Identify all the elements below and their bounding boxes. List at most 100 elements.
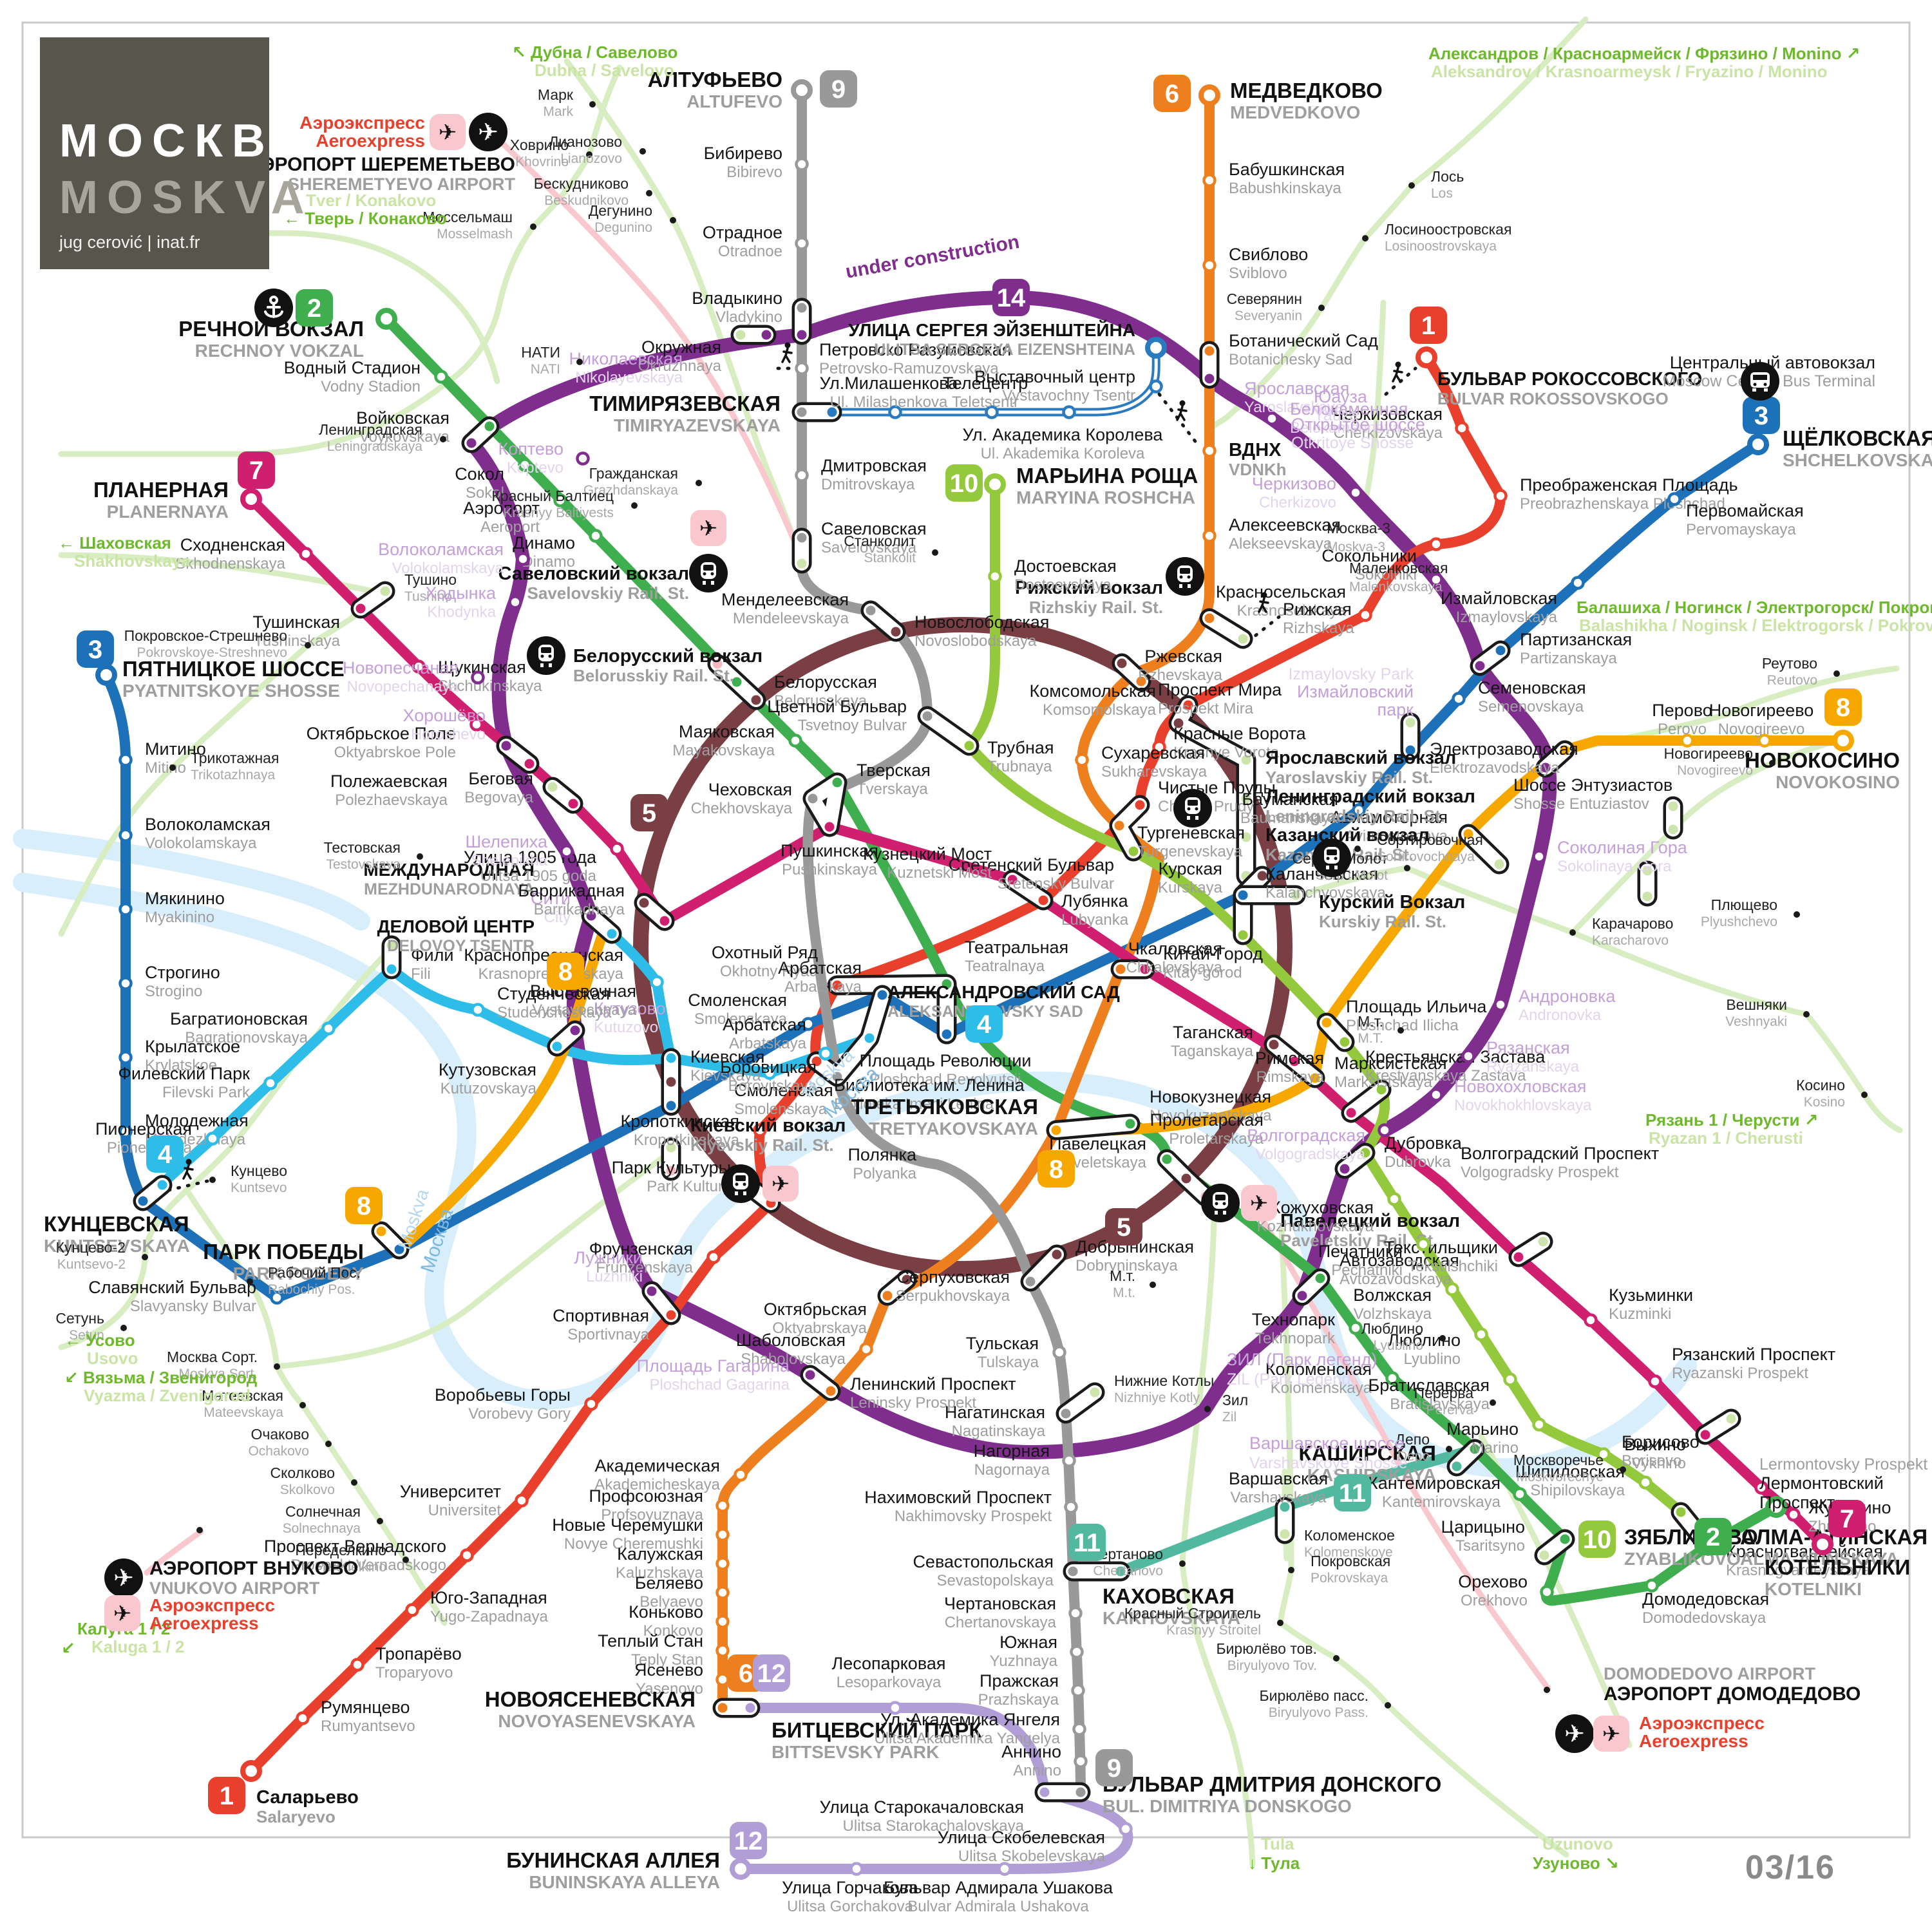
rail-icon-part (1180, 568, 1190, 574)
station-marker (460, 1548, 474, 1562)
station-marker (715, 1528, 730, 1542)
station-marker (553, 493, 567, 507)
transfer-station-dot (570, 1025, 580, 1036)
transfer-station-dot (1061, 1408, 1071, 1419)
station-label-en: Filevski Park (162, 1084, 251, 1101)
transfer-capsule (1202, 611, 1250, 646)
line-badge-1 (208, 1777, 245, 1814)
station-label-ru: Достоевская (1014, 556, 1117, 576)
station-marker (1532, 849, 1546, 864)
commuter-station-dot (325, 1441, 332, 1447)
map-text: Kaluga 1 / 2 (91, 1637, 185, 1656)
transfer-station-dot (922, 711, 933, 721)
commuter-rail-line (1277, 1227, 1569, 1858)
map-frame (21, 21, 1911, 1839)
station-label-ru: Новогиреево (1709, 701, 1814, 720)
station-label-ru: Проспект Мира (1158, 680, 1282, 699)
station-label-en: PARK POBEDY (233, 1264, 365, 1283)
station-label-ru: ЩЁЛКОВСКАЯ (1783, 426, 1932, 450)
commuter-station-dot (1861, 1092, 1868, 1098)
station-label-en: Komsomolskaya (1043, 701, 1157, 719)
commuter-station-label-ru: Лосиноостровская (1385, 221, 1511, 238)
transfer-station-dot (808, 793, 818, 804)
station-marker (795, 468, 809, 482)
station-label-en: Sokol (466, 484, 504, 502)
station-label-ru: БУЛЬВАР ДМИТРИЯ ДОНСКОГО (1103, 1772, 1441, 1796)
commuter-station-label-en: Trikotazhnaya (191, 768, 275, 782)
transfer-station-dot (1291, 890, 1301, 900)
station-label-en: Krasnoselskaya (1237, 602, 1347, 620)
transfer-station-dot (1162, 1154, 1172, 1164)
terminal-station-marker (240, 1760, 262, 1782)
station-label-ru: Профсоюзная (589, 1486, 703, 1506)
station-marker (1119, 1822, 1133, 1836)
terminal-station-marker (1765, 1496, 1787, 1518)
commuter-station-label-en: Setun (69, 1328, 104, 1343)
transfer-station-dot (811, 1056, 822, 1066)
station-label-ru: БИТЦЕВСКИЙ ПАРК (772, 1718, 982, 1742)
station-label-ru: Ленинский Проспект (850, 1374, 1016, 1394)
commuter-station-dot (1408, 182, 1415, 189)
station-label-en: Proletarskaya (1169, 1130, 1264, 1148)
transfer-station-dot (1360, 1148, 1370, 1158)
commuter-station-label-en: Lianozovo (560, 151, 622, 166)
commuter-station-dot (1333, 1655, 1340, 1662)
commuter-station-dot (299, 1402, 306, 1408)
transfer-station-dot (1173, 718, 1184, 728)
station-label-en: NOVOKOSINO (1776, 772, 1900, 792)
station-marker (1645, 1578, 1659, 1593)
station-label-ru: Белокаменная (1290, 399, 1408, 419)
transfer-station-dot (1376, 1084, 1387, 1095)
station-label-en: MARYINA ROSHCHA (1016, 488, 1195, 507)
station-label-en: Smolenskaya (734, 1101, 828, 1118)
station-label-en: Paveletskiy Rail. St. (1280, 1231, 1437, 1250)
map-text: АЭРОПОРТ ШЕРЕМЕТЬЕВО (247, 154, 515, 175)
station-label-en: Kolomenskaya (1271, 1379, 1372, 1397)
station-label-en: Preobrazhenskaya Ploshchad (1520, 495, 1725, 513)
station-label-en: Profsoyuznaya (601, 1506, 703, 1524)
commuter-station-label-en: Reutovo (1767, 673, 1817, 688)
station-label-en: Otradnoe (718, 243, 782, 260)
commuter-station-label-ru: Красный Балтиец (491, 488, 614, 504)
commuter-station-label-ru: Переделкино (295, 1542, 386, 1558)
commuter-station-label-en: Kuntsevo (231, 1180, 287, 1195)
station-label-ru: Окружная (641, 337, 721, 357)
station-label-ru: Арбатская (723, 1015, 806, 1034)
station-label-en: Vystavochnaya (532, 1001, 637, 1019)
commuter-station-dot (1385, 1702, 1391, 1709)
commuter-station-dot (1439, 1335, 1446, 1341)
station-label-ru: Сухаревская (1101, 743, 1205, 762)
station-label-ru: Чертановская (944, 1594, 1056, 1613)
station-marker (1202, 529, 1217, 543)
transfer-station-dot (1495, 645, 1506, 656)
station-label-ru: Калужская (617, 1544, 703, 1564)
station-marker (1429, 1088, 1443, 1102)
map-text: Aeroexpress (149, 1613, 259, 1633)
station-label-en: Alekseevskaya (1229, 535, 1332, 553)
station-label-en: Ulitsa 1905 goda (480, 867, 597, 885)
line-badge-number: 5 (1117, 1213, 1131, 1242)
station-label-en: Ploshchad Gagarina (650, 1376, 790, 1394)
station-label-ru: КУНЦЕВСКАЯ (44, 1212, 189, 1236)
station-label-ru: Трубная (987, 738, 1054, 757)
transfer-station-dot (1181, 1173, 1191, 1184)
commuter-station-label-en: Biryulyovo Pass. (1269, 1705, 1368, 1720)
transfer-station-dot (942, 979, 952, 989)
station-label-en: Marino (1472, 1439, 1519, 1457)
walk-transfer-dash (167, 1179, 209, 1192)
station-label-en: Pechatniki (1331, 1262, 1403, 1279)
station-label-en: Semenovskaya (1478, 698, 1584, 715)
station-label-ru: Крылатское (145, 1037, 240, 1056)
station-marker (1349, 1321, 1363, 1335)
transfer-station-dot (1297, 1291, 1307, 1301)
station-marker (650, 975, 664, 989)
station-marker (516, 552, 530, 566)
station-label-en: Troparyovo (375, 1664, 453, 1681)
station-label-ru: Строгино (145, 963, 220, 982)
station-label-en: Kurskaya (1158, 879, 1223, 896)
station-label-en: Turgenevskaya (1137, 843, 1243, 860)
station-label-en: Serpukhovskaya (896, 1287, 1010, 1305)
rail-icon-part (540, 654, 544, 658)
transfer-station-dot (666, 1053, 676, 1063)
plane-black-icon: ✈ (469, 113, 507, 151)
